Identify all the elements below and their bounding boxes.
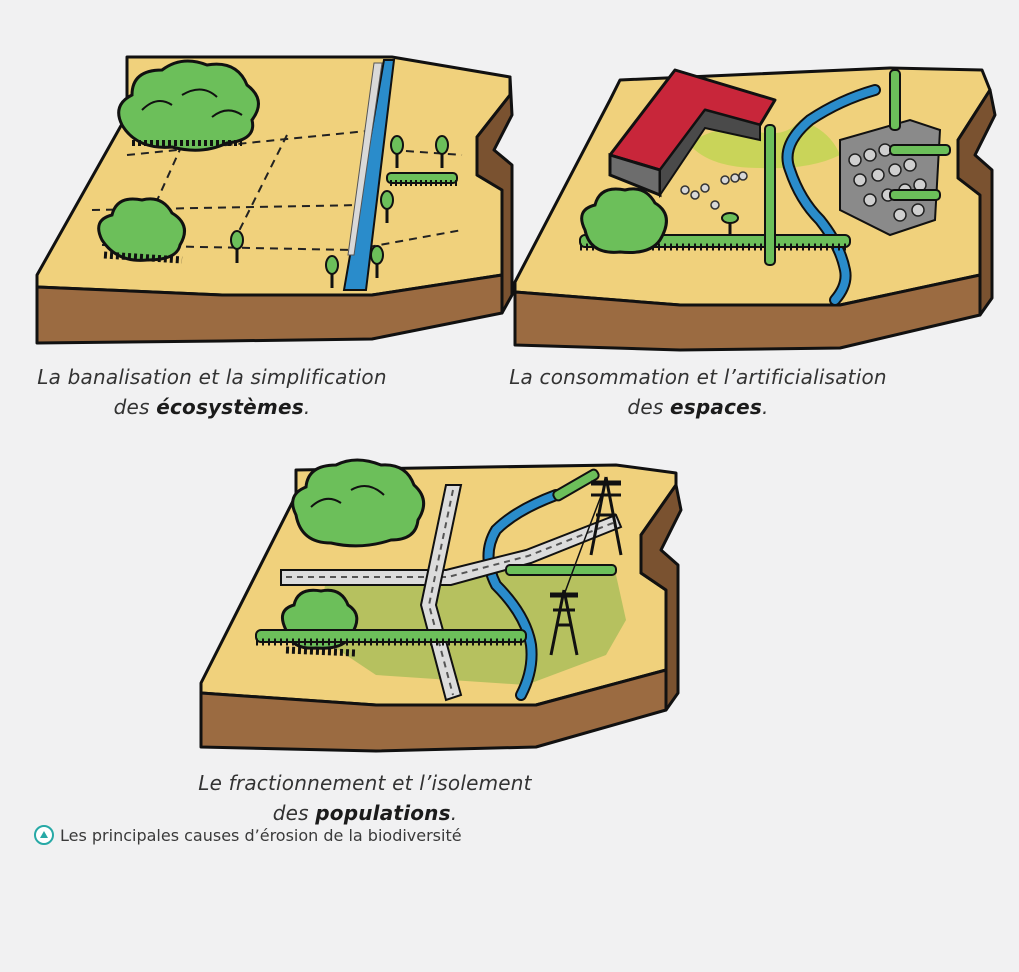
soil-side: [475, 75, 514, 315]
caption-populations-line2: des populations.: [272, 801, 458, 825]
block-diagram-spaces: [510, 60, 1000, 360]
power-line: [563, 482, 607, 596]
caption-spaces: La consommation et l’artificialisation d…: [508, 362, 888, 422]
caption-populations-keyword: populations: [315, 801, 451, 825]
quarry-stones: [839, 118, 942, 237]
caption-populations: Le fractionnement et l’isolement des pop…: [185, 768, 545, 828]
block-diagram-ecosystems: [32, 55, 522, 355]
caption-spaces-line2: des espaces.: [627, 395, 769, 419]
hedgerow: [255, 468, 617, 646]
caption-ecosystems: La banalisation et la simplification des…: [32, 362, 392, 422]
rubble: [680, 171, 748, 210]
block-diagram-populations: [196, 455, 696, 765]
road-vertical: [419, 484, 463, 702]
figure-caption: Les principales causes d’érosion de la b…: [34, 825, 462, 845]
caption-spaces-line1: La consommation et l’artificialisation: [509, 365, 887, 389]
triangle-up-circle-icon: [34, 825, 54, 845]
forest: [580, 187, 668, 254]
caption-ecosystems-line1: La banalisation et la simplification: [37, 365, 387, 389]
building: [608, 68, 777, 199]
soil-side: [956, 88, 997, 317]
forest-small: [97, 197, 186, 264]
road-horizontal: [280, 513, 623, 586]
river: [783, 86, 879, 304]
soil-side: [639, 483, 683, 712]
caption-ecosystems-line2: des écosystèmes.: [113, 395, 311, 419]
forest-large: [117, 59, 260, 152]
caption-spaces-keyword: espaces: [670, 395, 763, 419]
stone-bank: [347, 62, 383, 256]
caption-ecosystems-keyword: écosystèmes: [156, 395, 304, 419]
caption-populations-line1: Le fractionnement et l’isolement: [198, 771, 532, 795]
habitat-patch: [316, 570, 626, 685]
river: [484, 491, 560, 699]
forest-large: [291, 458, 426, 548]
figure-caption-text: Les principales causes d’érosion de la b…: [60, 825, 462, 845]
hedgerow: [386, 172, 458, 186]
tree: [721, 212, 739, 235]
